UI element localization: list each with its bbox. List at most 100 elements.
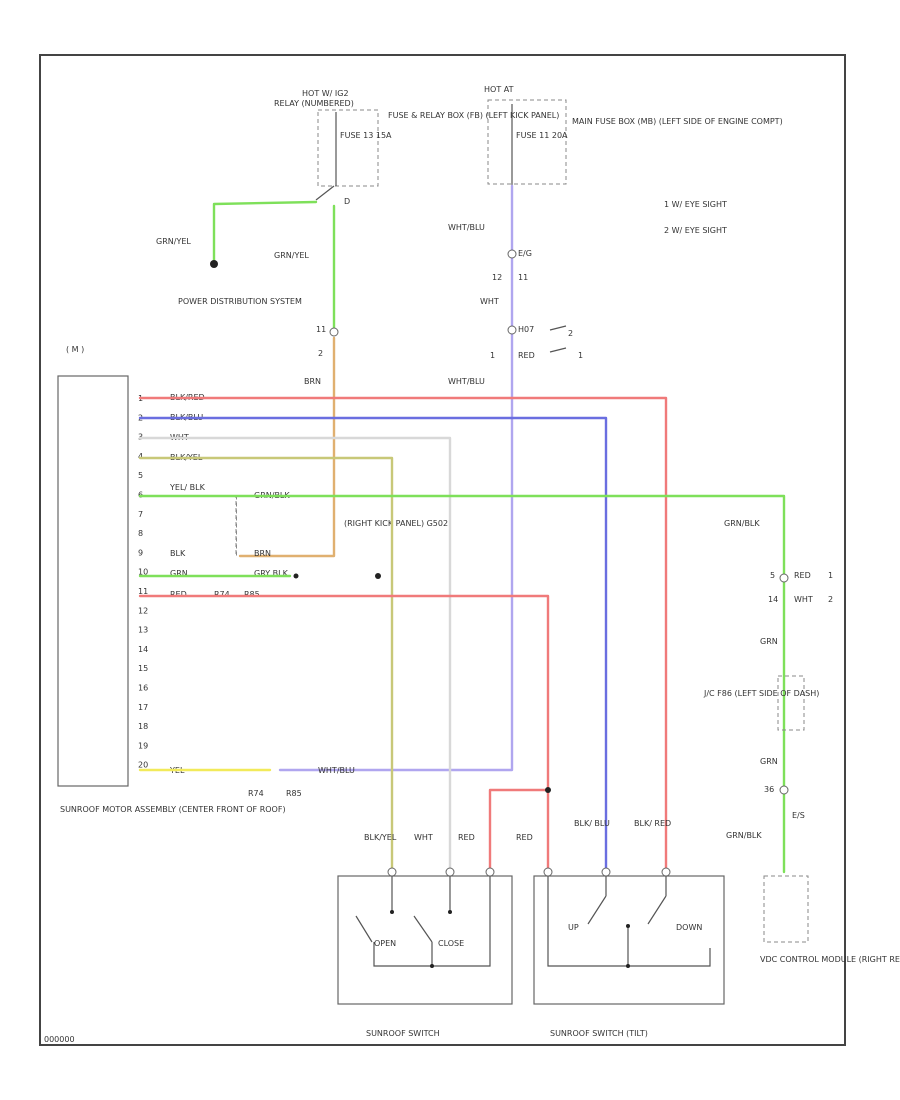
down-label: DOWN — [676, 923, 702, 932]
wire-label-grn: GRN — [170, 569, 188, 578]
sw2-pin-b — [601, 867, 611, 877]
sw1-pin-c — [485, 867, 495, 877]
option-arrows — [549, 325, 567, 353]
relay-terminal-label: D — [344, 197, 350, 206]
sunroof-switch — [337, 875, 513, 1005]
wire-blk-yel — [138, 456, 394, 870]
up-label: UP — [568, 923, 579, 932]
r85-label: R85 — [244, 590, 260, 599]
wire-wht — [138, 436, 452, 870]
motor-pin-number: 20 — [138, 761, 148, 770]
blk-blu-label: BLK/ BLU — [574, 819, 610, 828]
motor-pin-number: 7 — [138, 510, 143, 519]
legend-2: 2 W/ EYE SIGHT — [664, 226, 727, 235]
hot-at-label: HOT AT — [484, 85, 514, 94]
connector-pin-a — [507, 325, 517, 335]
grn-label-2: GRN — [760, 757, 778, 766]
sw2-node-b — [626, 964, 630, 968]
wire-wht-blu-fuse — [278, 184, 514, 772]
motor-pin-number: 11 — [138, 587, 148, 596]
grn-blk-label-3: GRN/BLK — [726, 831, 762, 840]
motor-pin-number: 9 — [138, 548, 143, 557]
grn-yel-label-1: GRN/YEL — [156, 237, 191, 246]
red-1-label: RED — [794, 571, 811, 580]
pin-5: 5 — [770, 571, 775, 580]
blk-yel-label: BLK/YEL — [364, 833, 397, 842]
ground-dash — [235, 495, 237, 557]
wire-label-brn: BRN — [254, 549, 271, 558]
motor-assembly-label: SUNROOF MOTOR ASSEMBLY (CENTER FRONT OF … — [60, 805, 286, 814]
motor-icon: ( M ) — [66, 345, 84, 354]
opt-v2: 2 — [828, 595, 833, 604]
ground-g502 — [375, 573, 381, 579]
opt-1: 1 — [578, 351, 583, 360]
wht-blu-mid-label: WHT/BLU — [448, 377, 485, 386]
motor-pin-number: 18 — [138, 722, 148, 731]
main-fuse-box-label: MAIN FUSE BOX (MB) (LEFT SIDE OF ENGINE … — [572, 117, 783, 126]
wire-label-red: RED — [170, 590, 187, 599]
sw1-node-b — [448, 910, 452, 914]
wire-red-motor — [138, 594, 550, 870]
jc-f86-outline — [777, 675, 805, 731]
power-dist-splice — [210, 260, 218, 268]
footer-code: 000000 — [44, 1035, 75, 1044]
sw1-pin-b — [445, 867, 455, 877]
grn-label: GRN — [760, 637, 778, 646]
motor-pin-number: 10 — [138, 568, 148, 577]
power-dist-label: POWER DISTRIBUTION SYSTEM — [178, 297, 302, 306]
e-code-2: E/S — [792, 811, 805, 820]
hot-relay-label: HOT W/ IG2 — [302, 89, 349, 98]
motor-pin-number: 17 — [138, 703, 148, 712]
red-b-label: RED — [458, 833, 475, 842]
r74b-label: R74 — [248, 789, 264, 798]
fuse-relay-box-label: FUSE & RELAY BOX (FB) (LEFT KICK PANEL) — [388, 111, 559, 120]
diagram-frame — [39, 54, 846, 1046]
fuse-11-label: FUSE 11 20A — [516, 131, 568, 140]
pin-14: 14 — [768, 595, 778, 604]
main-fuse-box-outline — [487, 99, 567, 185]
splice-a — [293, 573, 299, 579]
connector-pin-e — [507, 249, 517, 259]
wire-blk-red — [138, 396, 668, 870]
motor-pin-number: 14 — [138, 645, 148, 654]
wht-label: WHT — [480, 297, 499, 306]
blk-red-label: BLK/ RED — [634, 819, 671, 828]
r85b-label: R85 — [286, 789, 302, 798]
fuse-13-label: FUSE 13 15A — [340, 131, 392, 140]
red-c-label: RED — [516, 833, 533, 842]
wire-brn-motor — [238, 336, 336, 558]
motor-pin-number: 19 — [138, 741, 148, 750]
pin-36: 36 — [764, 785, 774, 794]
motor-pin-number: 16 — [138, 684, 148, 693]
wire-label-blk: BLK — [170, 549, 186, 558]
sunroof-switch-tilt-label: SUNROOF SWITCH (TILT) — [550, 1029, 648, 1038]
wire-grn-yel-power-dist — [212, 200, 318, 264]
right-kick-label: (RIGHT KICK PANEL) G502 — [344, 519, 448, 528]
open-label: OPEN — [374, 939, 396, 948]
sw1-node-c — [430, 964, 434, 968]
wire-label-yel-blk: YEL/ BLK — [169, 483, 206, 492]
motor-pin-number: 13 — [138, 626, 148, 635]
sunroof-motor-assembly — [57, 375, 129, 787]
opt-v1: 1 — [828, 571, 833, 580]
pin-12: 12 — [492, 273, 502, 282]
jc-label: J/C F86 (LEFT SIDE OF DASH) — [703, 689, 819, 698]
pin-11: 11 — [518, 273, 528, 282]
opt-2: 2 — [568, 329, 573, 338]
sw2-node-a — [626, 924, 630, 928]
wire-red-switch — [488, 788, 550, 870]
relay-contact — [315, 185, 335, 201]
motor-pin-number: 8 — [138, 529, 143, 538]
conn-c1-num2: 2 — [318, 349, 323, 358]
sunroof-switch-label: SUNROOF SWITCH — [366, 1029, 440, 1038]
sw1-pin-a — [387, 867, 397, 877]
brn-label: BRN — [304, 377, 321, 386]
close-label: CLOSE — [438, 939, 464, 948]
grn-yel-label-2: GRN/YEL — [274, 251, 309, 260]
legend-1: 1 W/ EYE SIGHT — [664, 200, 727, 209]
wht-2-label: WHT — [794, 595, 813, 604]
sw2-pin-a — [543, 867, 553, 877]
sw1-node-a — [390, 910, 394, 914]
